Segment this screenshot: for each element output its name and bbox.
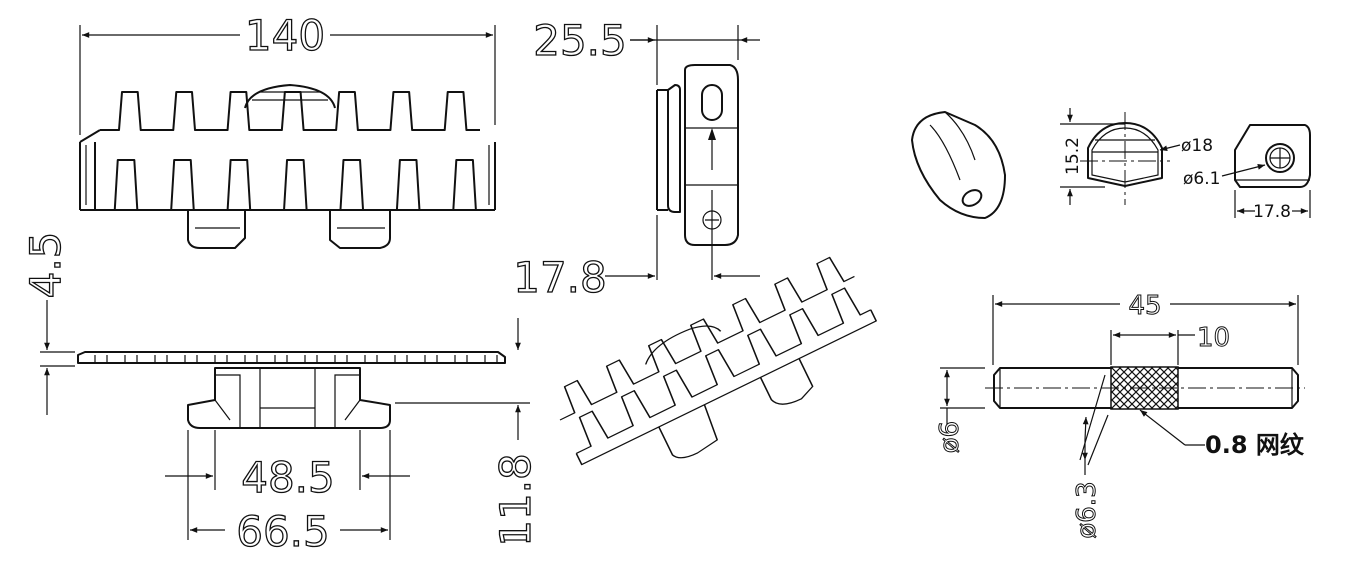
dim-knurl-diameter-6-3: ø6.3: [1072, 481, 1102, 538]
dimension-pin-length: 45: [992, 291, 1299, 365]
dim-4-5: 4.5: [21, 232, 70, 299]
dim-pin-diameter-6: ø6: [935, 421, 965, 453]
comb-isometric-view: [559, 256, 877, 466]
dim-11-8: 11.8: [491, 453, 540, 547]
dim-45: 45: [1128, 291, 1161, 321]
comb-front-view: [77, 351, 506, 429]
dim-17-8: 17.8: [513, 253, 607, 302]
dim-15-2: 15.2: [1063, 137, 1083, 175]
knob-side-view: ø6.1 17.8: [1183, 124, 1311, 222]
dimension-outer-tab-spacing: 66.5: [187, 430, 391, 557]
dimension-overall-length: 140: [79, 10, 496, 135]
dim-66-5: 66.5: [236, 507, 330, 556]
comb-end-view: [656, 64, 739, 280]
dimension-side-width: 25.5: [533, 15, 760, 85]
dimension-plate-thickness: 4.5: [20, 231, 521, 415]
dim-10: 10: [1197, 323, 1230, 353]
dim-25-5: 25.5: [533, 16, 627, 65]
comb-top-view: [79, 84, 496, 249]
dimension-knurl-length: 10: [1110, 323, 1231, 365]
pin-view: [985, 366, 1305, 410]
knurl-note: 0.8 网纹: [1205, 431, 1305, 459]
dim-140: 140: [245, 11, 325, 60]
dimension-inner-tab-spacing: 48.5: [165, 430, 410, 503]
knob-isometric: [911, 111, 1006, 219]
dim-48-5: 48.5: [241, 453, 335, 502]
dim-knob-17-8: 17.8: [1253, 202, 1291, 222]
dimension-side-offset: 17.8: [513, 215, 760, 303]
dimension-knurl-diameter: ø6.3: [1072, 374, 1109, 539]
dimension-pin-diameter: ø6: [935, 367, 985, 454]
knurl-callout: 0.8 网纹: [1139, 409, 1305, 459]
dim-diameter-18: ø18: [1181, 136, 1213, 156]
dimension-total-height: 11.8: [395, 402, 541, 547]
knob-front-view: 15.2 ø18: [1060, 108, 1213, 205]
dim-hole-6-1: ø6.1: [1183, 169, 1220, 189]
